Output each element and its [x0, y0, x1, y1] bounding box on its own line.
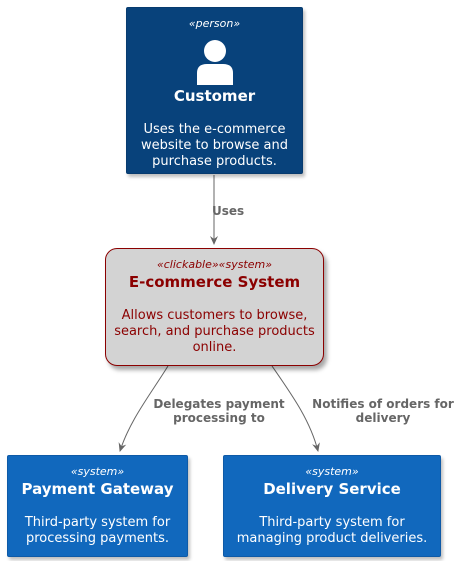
- customer-title: Customer: [173, 87, 256, 105]
- payment-title: Payment Gateway: [21, 480, 174, 498]
- ecommerce-description: Allows customers to browse, search, and …: [114, 308, 315, 355]
- customer-stereotype: «person»: [188, 17, 241, 30]
- payment-gateway-node: «system» Payment Gateway Third-party sys…: [7, 455, 188, 557]
- delivery-title: Delivery Service: [263, 480, 401, 498]
- payment-stereotype: «system»: [70, 465, 125, 478]
- person-icon: [197, 40, 233, 85]
- customer-person-node: «person» Customer Uses the e-commerce we…: [126, 7, 303, 174]
- delivery-description: Third-party system for managing product …: [236, 515, 428, 546]
- delivery-service-node: «system» Delivery Service Third-party sy…: [223, 455, 441, 557]
- edge-label-delegates: Delegates payment processing to: [153, 397, 285, 425]
- ecommerce-title: E-commerce System: [128, 273, 301, 291]
- payment-description: Third-party system for processing paymen…: [24, 515, 171, 546]
- edge-notifies: [271, 365, 320, 452]
- edge-label-notifies: Notifies of orders for delivery: [312, 397, 454, 425]
- edge-delegates: [118, 365, 169, 452]
- ecommerce-system-node[interactable]: «clickable»«system» E-commerce System Al…: [105, 248, 324, 366]
- edge-label-uses: Uses: [212, 204, 245, 218]
- customer-description: Uses the e-commerce website to browse an…: [141, 122, 288, 169]
- delivery-stereotype: «system»: [305, 465, 359, 478]
- ecommerce-stereotype: «clickable»«system»: [156, 258, 273, 271]
